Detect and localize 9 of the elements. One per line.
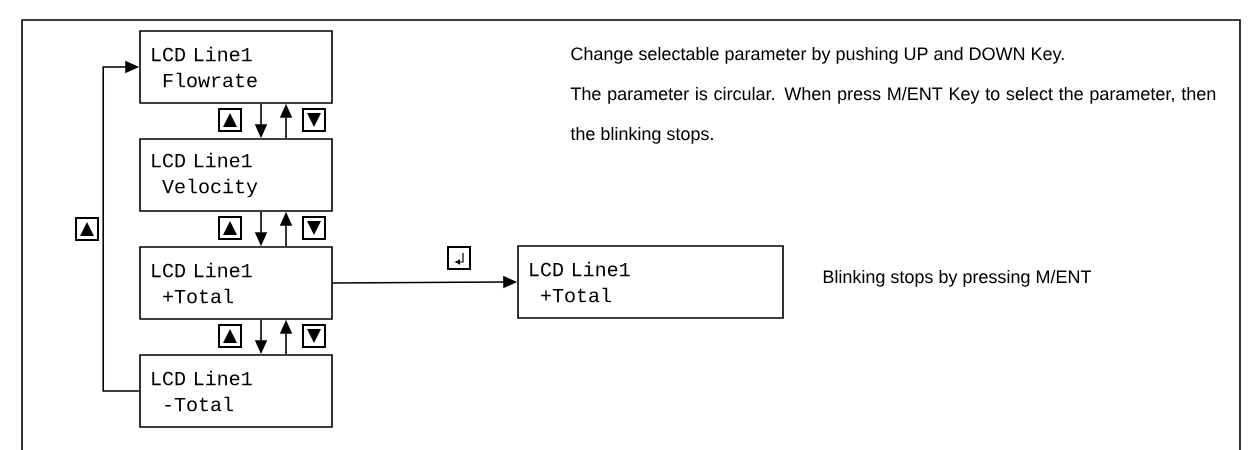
description-text: Change selectable parameter by pushing UP and DOWN Key. <box>571 46 1064 64</box>
lcd-box: LCD Line1 Velocity <box>139 138 333 212</box>
lcd-box: LCD Line1 Flowrate <box>139 30 333 104</box>
lcd-box: LCD Line1 +Total <box>517 245 784 319</box>
description-text: The parameter is circular. When press M/ENT Key to select the parameter, then the blinking stops. <box>570 86 1216 144</box>
lcd-box: LCD Line1 +Total <box>139 246 333 320</box>
arrow <box>102 60 140 392</box>
description-text: Blinking stops by pressing M/ENT <box>823 269 1092 287</box>
lcd-box: LCD Line1 -Total <box>139 354 333 428</box>
